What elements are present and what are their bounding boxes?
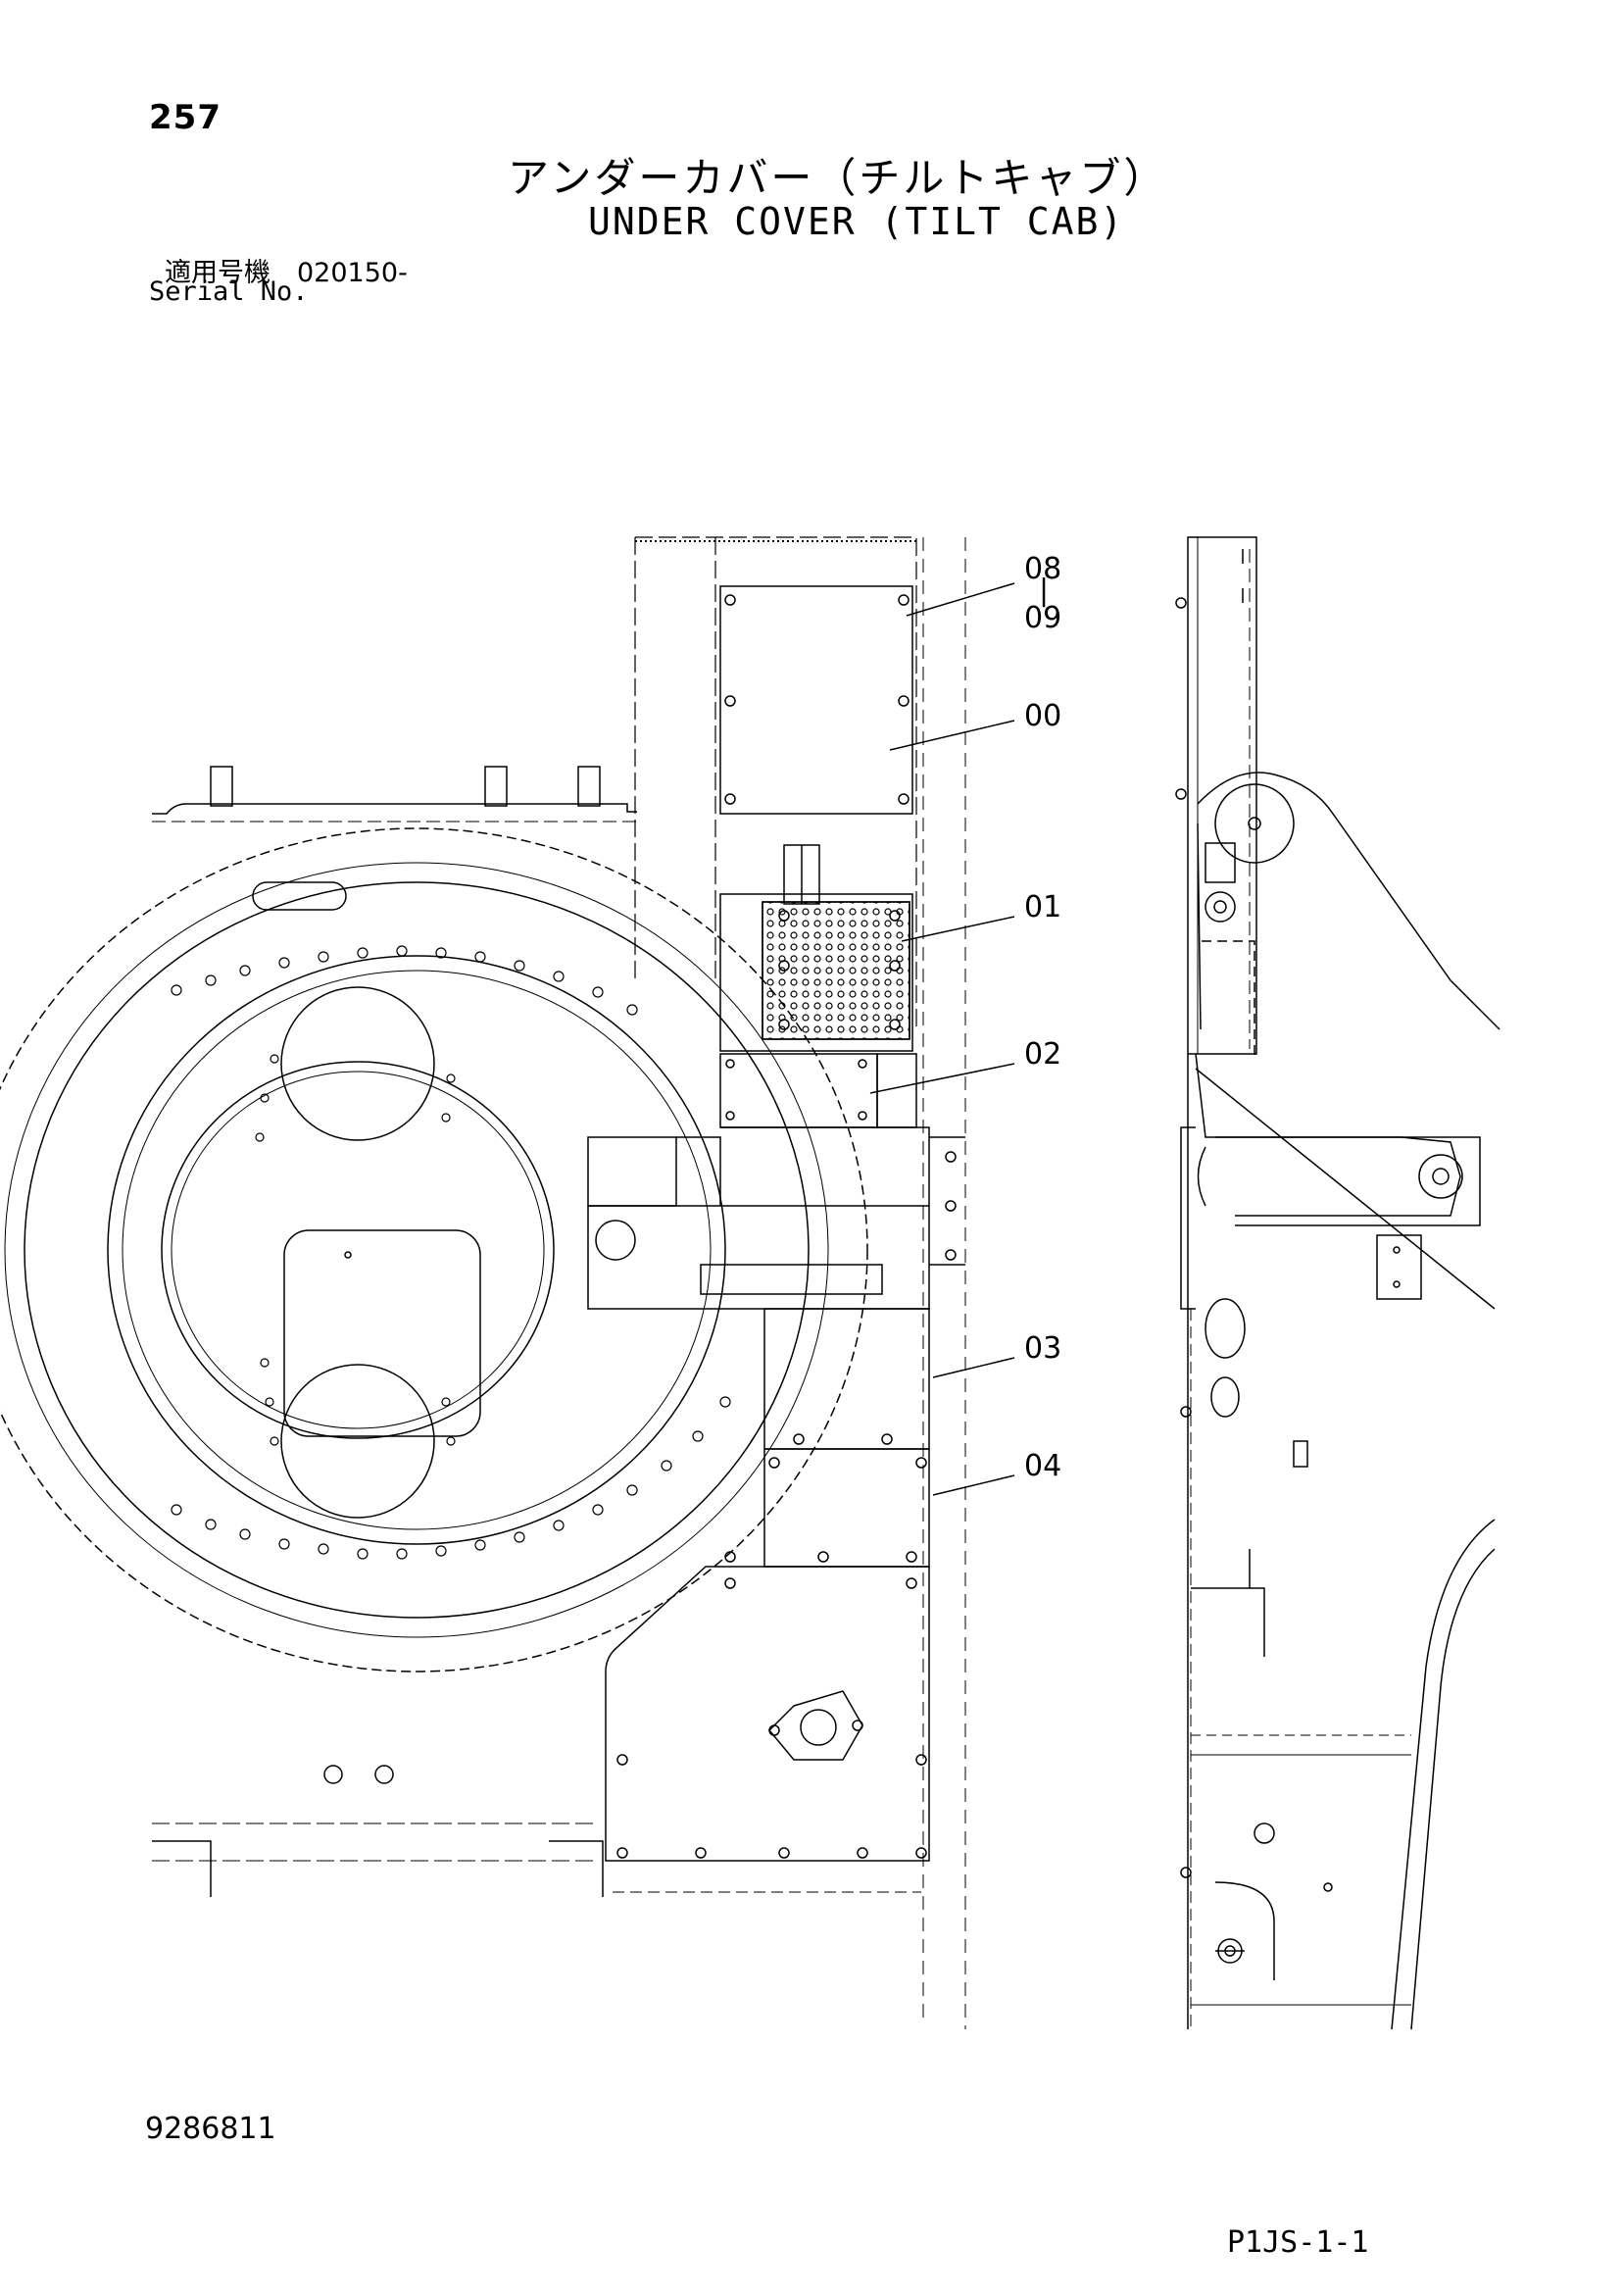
serial-label-english: Serial No. — [149, 276, 309, 307]
callout-00: 00 — [1024, 699, 1061, 733]
title-japanese: アンダーカバー（チルトキャブ） — [508, 154, 1168, 202]
page-number: 257 — [149, 98, 221, 137]
title-english: UNDER COVER (TILT CAB) — [588, 200, 1125, 243]
callout-09: 09 — [1024, 601, 1061, 635]
callout-04: 04 — [1024, 1449, 1061, 1483]
callout-labels: 08 | 09 00 01 02 03 04 — [1024, 552, 1061, 1483]
callout-08: 08 — [1024, 552, 1061, 586]
serial-label-japanese: 適用号機 020150- — [165, 258, 408, 288]
callout-02: 02 — [1024, 1037, 1061, 1072]
callout-range-separator: | — [1039, 574, 1049, 608]
callout-01: 01 — [1024, 890, 1061, 924]
sheet-code: P1JS-1-1 — [1227, 2225, 1369, 2260]
plan-view — [0, 536, 966, 2029]
callout-03: 03 — [1024, 1331, 1061, 1366]
side-view — [1175, 536, 1500, 2030]
callout-leaders — [869, 582, 1015, 1496]
document-number: 9286811 — [145, 2112, 276, 2146]
